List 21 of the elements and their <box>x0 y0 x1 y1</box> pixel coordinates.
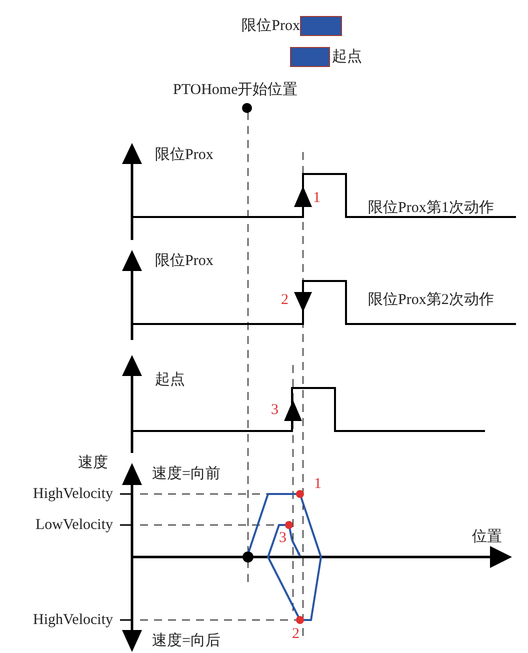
axis-label: HighVelocity <box>33 611 113 629</box>
axis-label: 位置 <box>472 528 502 546</box>
axis-label: 限位Prox <box>155 252 214 270</box>
callout-number: 3 <box>279 529 286 547</box>
axis-label: PTOHome开始位置 <box>173 81 298 99</box>
axis-label: 速度=向前 <box>152 465 220 483</box>
callout-number: 1 <box>314 475 322 493</box>
callout-number: 3 <box>271 401 278 419</box>
axis-label: 速度=向后 <box>152 632 220 650</box>
callout-number: 2 <box>281 291 288 309</box>
axis-label: HighVelocity <box>33 485 113 503</box>
legend-text: 起点 <box>332 48 362 66</box>
legend-text: 限位Prox <box>242 17 300 35</box>
axis-label: LowVelocity <box>36 516 113 534</box>
axis-label: 起点 <box>155 371 185 389</box>
axis-label: 限位Prox第1次动作 <box>368 199 494 217</box>
axis-label: 限位Prox第2次动作 <box>368 291 494 309</box>
axis-label: 限位Prox <box>155 146 214 164</box>
axis-label: 速度 <box>78 454 108 472</box>
callout-number: 1 <box>313 189 320 207</box>
callout-number: 2 <box>292 625 300 643</box>
